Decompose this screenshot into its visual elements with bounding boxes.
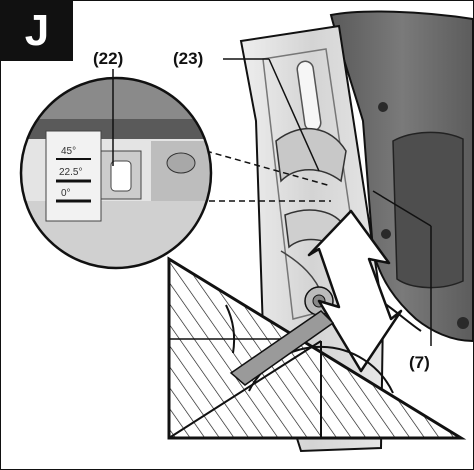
housing-screw [378, 102, 388, 112]
leader-7 [372, 190, 432, 227]
scale-label-22-5: 22.5° [59, 167, 83, 178]
figure-letter-badge: J [1, 1, 73, 61]
callout-7: (7) [409, 353, 430, 372]
callout-23: (23) [173, 49, 204, 68]
scale-label-45: 45° [61, 146, 77, 157]
zoom-detail-circle [19, 76, 213, 270]
housing-panel [392, 131, 464, 289]
scale-label-0: 0° [61, 188, 71, 199]
adjust-double-arrow [307, 209, 403, 373]
callout-22: (22) [93, 49, 124, 68]
housing-screw [381, 229, 391, 239]
saw-blade [229, 310, 335, 386]
housing-screw [457, 317, 469, 329]
